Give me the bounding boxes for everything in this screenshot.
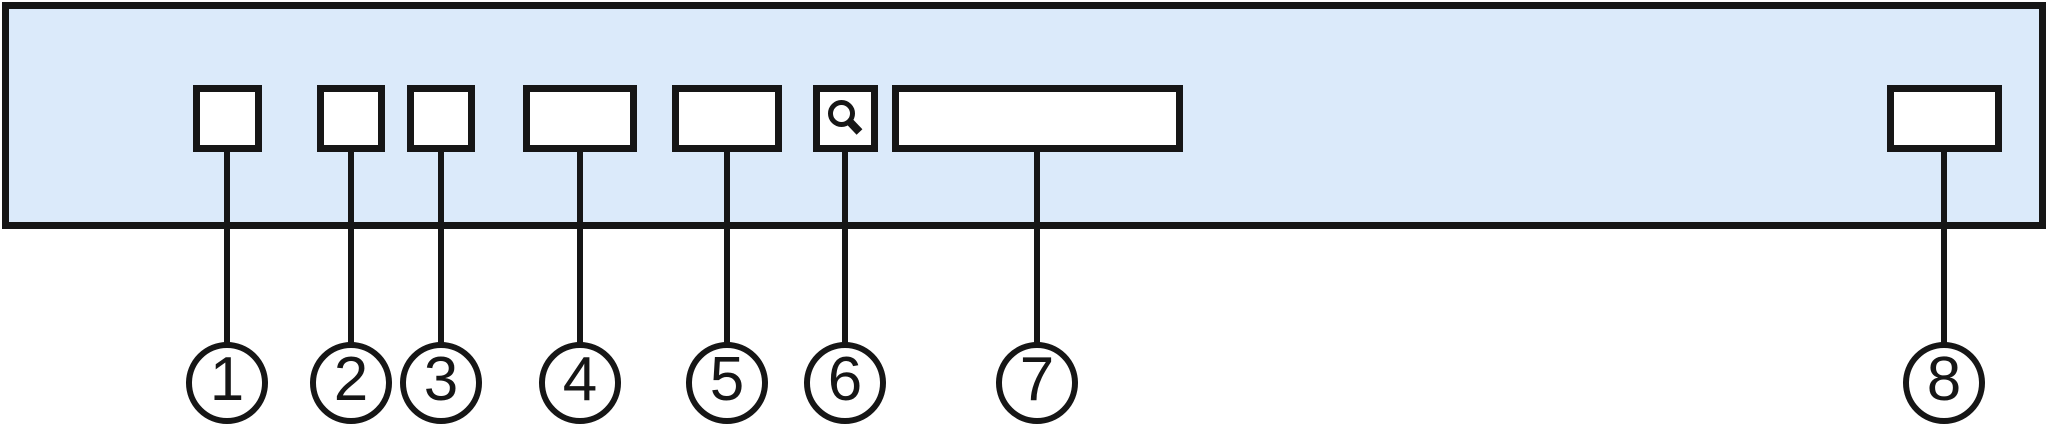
callout-circle: 3 <box>400 342 482 424</box>
toolbar-item-box <box>193 85 262 152</box>
toolbar-item-box <box>672 85 782 152</box>
toolbar-item-box <box>317 85 385 152</box>
callout-connector-line <box>724 150 730 347</box>
callout-connector-line <box>577 150 583 347</box>
search-icon <box>827 99 862 135</box>
toolbar-item-box <box>1887 85 2002 152</box>
toolbar-item-box <box>892 85 1183 152</box>
callout-number: 5 <box>709 345 745 414</box>
callout-connector-line <box>348 150 354 347</box>
callout-circle: 8 <box>1903 342 1985 424</box>
callout-circle: 4 <box>539 342 621 424</box>
callout-number: 7 <box>1019 345 1055 414</box>
toolbar-item-box <box>523 85 637 152</box>
callout-circle: 7 <box>996 342 1078 424</box>
callout-number: 1 <box>209 345 245 414</box>
callout-circle: 1 <box>186 342 268 424</box>
callout-circle: 2 <box>310 342 392 424</box>
callout-connector-line <box>1941 150 1947 347</box>
callout-circle: 5 <box>686 342 768 424</box>
toolbar-search-button-box <box>813 85 878 152</box>
callout-connector-line <box>1034 150 1040 347</box>
callout-number: 2 <box>333 345 369 414</box>
callout-connector-line <box>842 150 848 347</box>
callout-connector-line <box>438 150 444 347</box>
callout-number: 4 <box>562 345 598 414</box>
callout-number: 3 <box>423 345 459 414</box>
toolbar-item-box <box>407 85 475 152</box>
callout-circle: 6 <box>804 342 886 424</box>
callout-connector-line <box>224 150 230 347</box>
callout-number: 8 <box>1926 345 1962 414</box>
callout-number: 6 <box>827 345 863 414</box>
